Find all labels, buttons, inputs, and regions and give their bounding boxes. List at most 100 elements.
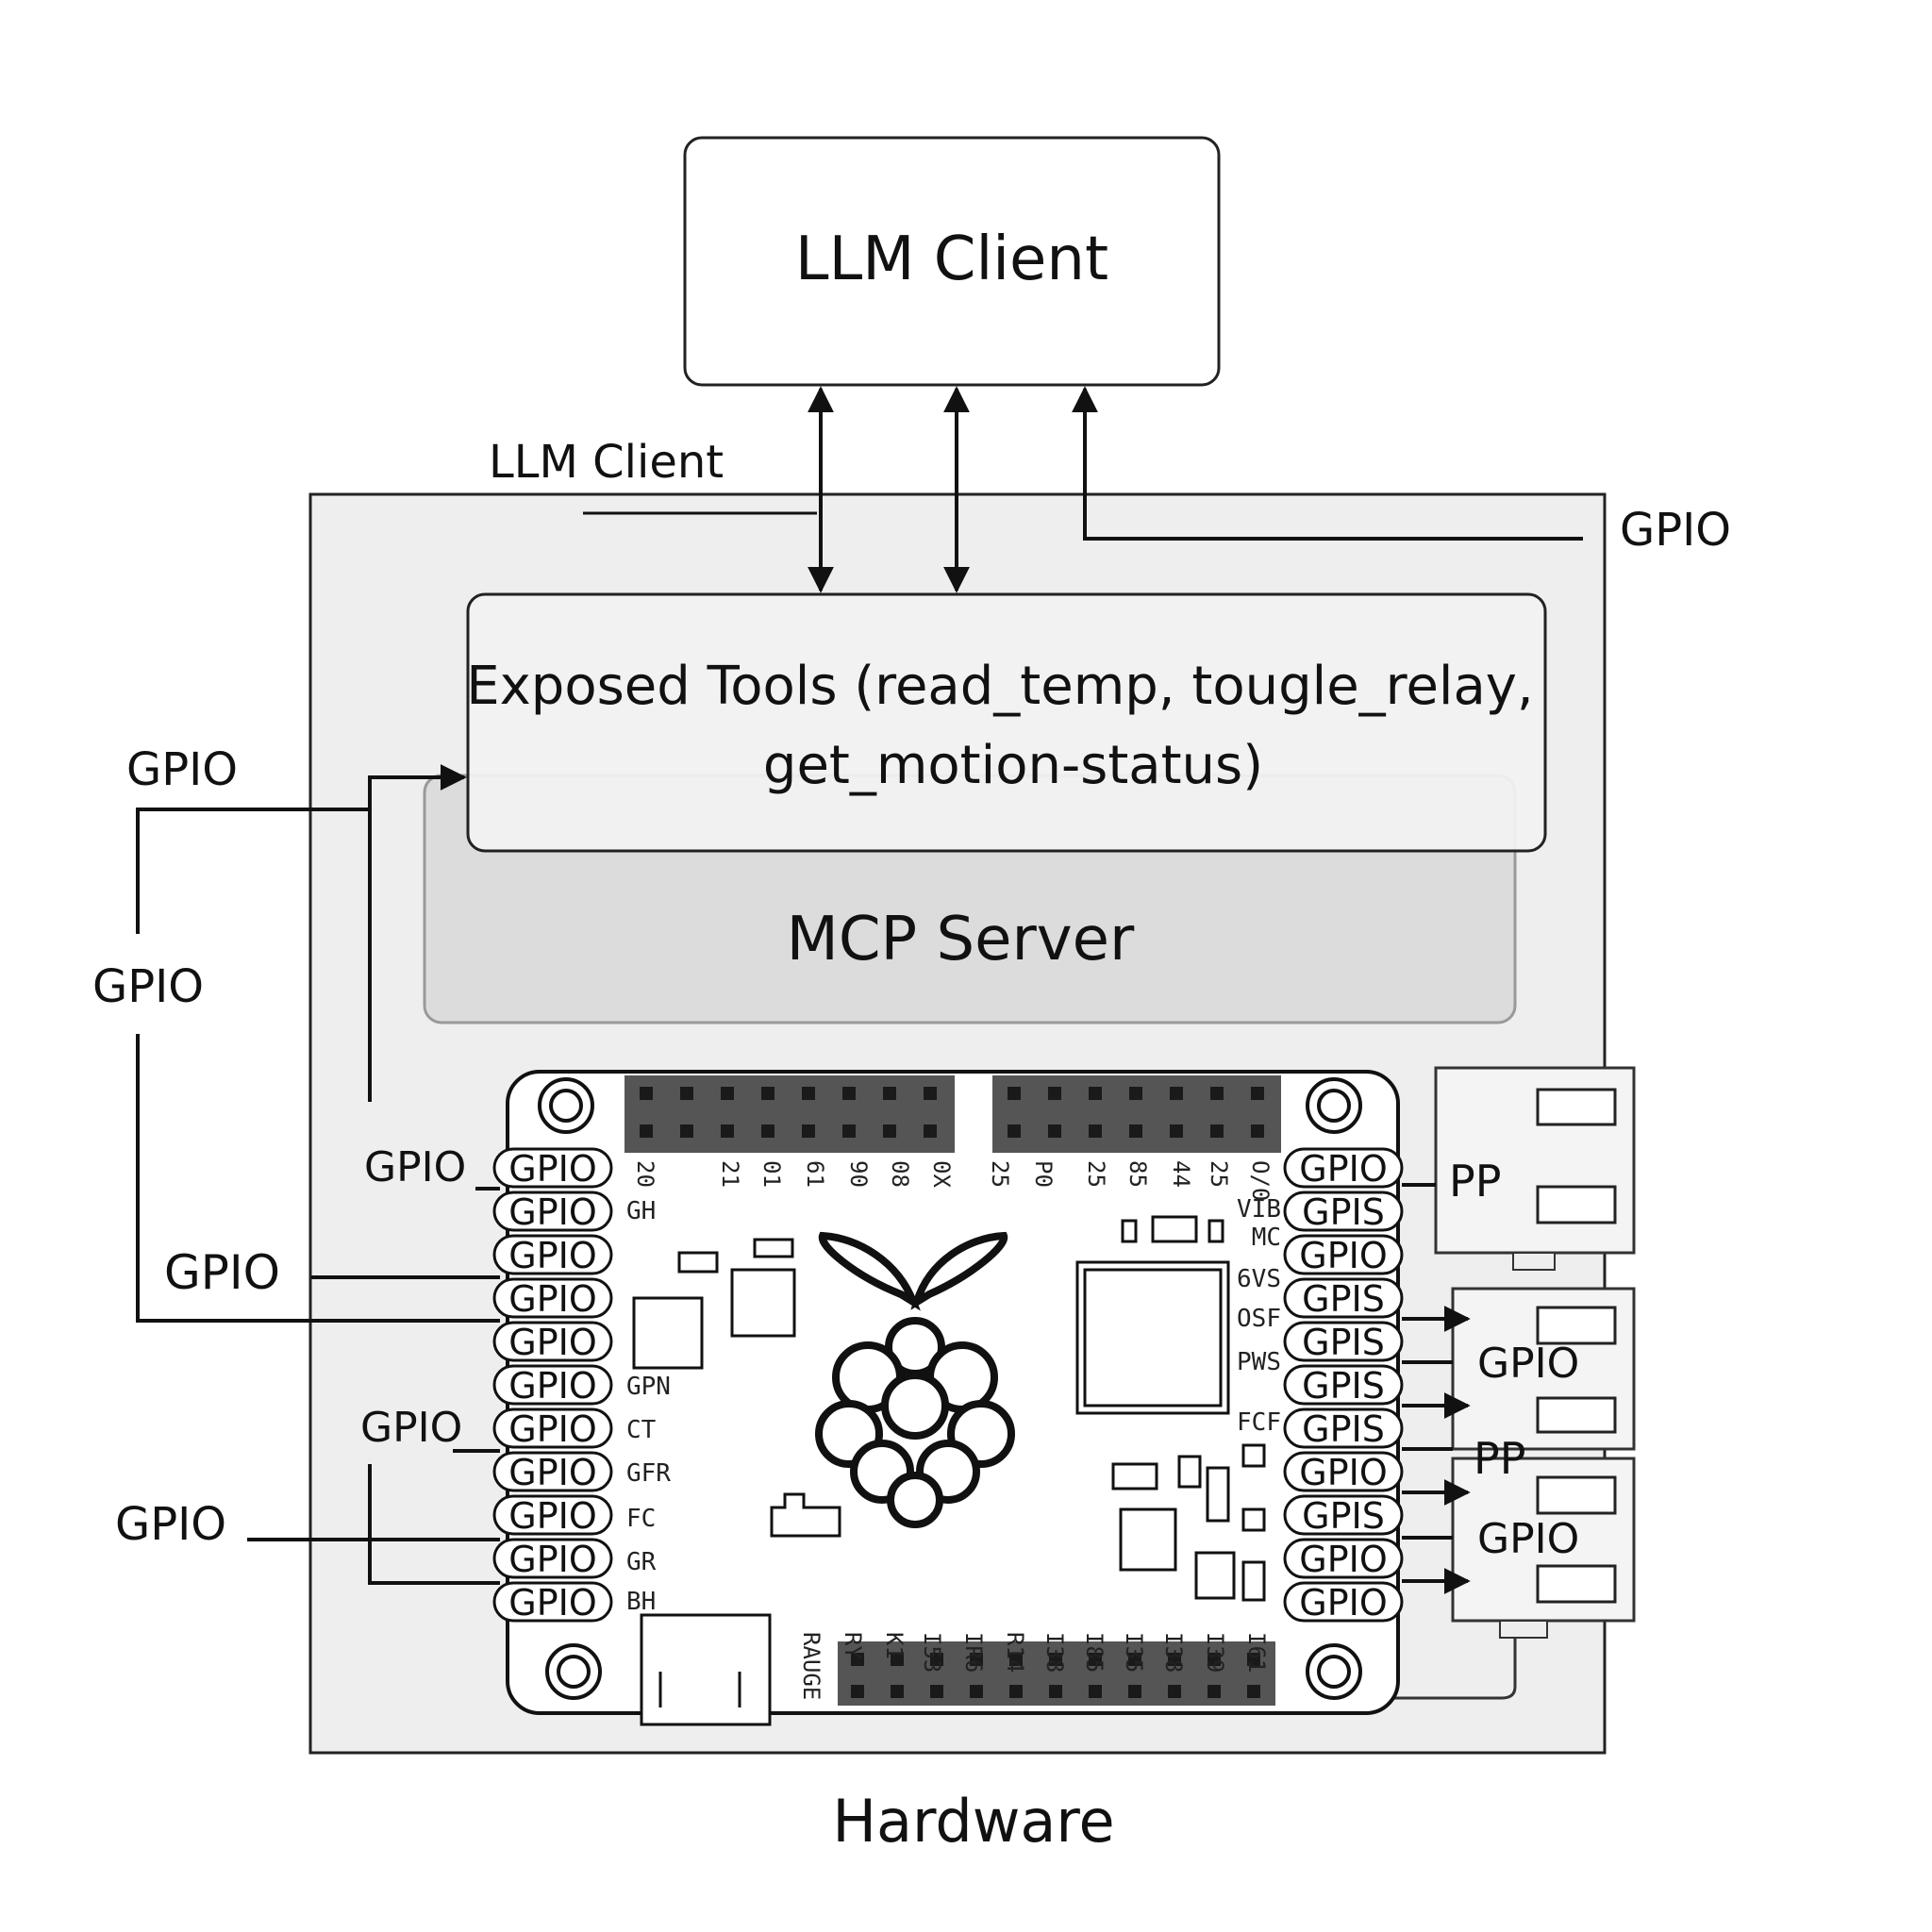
- board-silkscreen-label: CT: [626, 1416, 657, 1444]
- board-silkscreen-label: FC: [626, 1505, 656, 1533]
- usb-port-stub-2: [1499, 1620, 1548, 1639]
- board-silkscreen-label: PWS: [1237, 1348, 1281, 1376]
- header-pin-label: I85: [1081, 1632, 1108, 1673]
- gpio-pin-pill: [1283, 1407, 1404, 1449]
- gpio-pin-label: GPIO: [1299, 1452, 1387, 1493]
- gpio-pin-label: GPIO: [508, 1408, 596, 1450]
- gpio-pin-pill: [492, 1581, 613, 1623]
- gpio-left-label-6: GPIO: [115, 1498, 226, 1551]
- header-pin: [1008, 1087, 1021, 1100]
- header-pin: [802, 1124, 815, 1138]
- board-silkscreen-label: VIB: [1237, 1195, 1281, 1224]
- gpio-pin-label: GPIS: [1302, 1408, 1385, 1450]
- header-pin: [1208, 1685, 1221, 1698]
- header-pin: [1168, 1685, 1181, 1698]
- header-pin: [883, 1124, 896, 1138]
- header-pin: [970, 1685, 983, 1698]
- gpio-right-label-1: GPIO: [1477, 1340, 1579, 1388]
- usb-port-cable: [1358, 1638, 1517, 1700]
- header-pin-label: 08: [887, 1160, 913, 1188]
- exposed-tools-line-2: get_motion-status): [763, 735, 1263, 796]
- pp-label-1: PP: [1449, 1156, 1501, 1207]
- header-pin: [1048, 1087, 1061, 1100]
- gpio-pin-pill: [1283, 1538, 1404, 1579]
- llm-client-side-label: LLM Client: [489, 436, 724, 489]
- bottom-header: [838, 1641, 1275, 1706]
- header-pin-label: P0: [1030, 1160, 1057, 1188]
- gpio-pin-pill: [1283, 1451, 1404, 1492]
- gpio-pin-label: GPIS: [1302, 1191, 1385, 1233]
- header-pin: [1247, 1653, 1260, 1666]
- gpio-pin-label: GPIS: [1302, 1495, 1385, 1537]
- header-pin-label: 44: [1168, 1160, 1194, 1188]
- exposed-tools-box: [466, 592, 1547, 853]
- gpio-pin-pill: [492, 1364, 613, 1406]
- header-pin: [802, 1087, 815, 1100]
- header-pin: [1129, 1124, 1142, 1138]
- gpio-pin-label: GPIS: [1302, 1365, 1385, 1407]
- header-pin: [1129, 1087, 1142, 1100]
- connector-gpio-top: [1072, 386, 1583, 541]
- board-silkscreen-label: BH: [626, 1588, 656, 1616]
- header-pin-label: I53: [919, 1632, 945, 1673]
- header-pin-label: 21: [717, 1160, 743, 1188]
- gpio-pin-label: GPIO: [508, 1148, 596, 1190]
- connector-left-gpio-c: [368, 1464, 500, 1585]
- header-pin: [640, 1087, 653, 1100]
- gpio-pin-pill: [492, 1321, 613, 1362]
- board-silkscreen-label: GH: [626, 1197, 656, 1225]
- header-pin: [1089, 1653, 1102, 1666]
- header-pin: [1048, 1124, 1061, 1138]
- header-pin: [1208, 1653, 1221, 1666]
- gpio-pin-pill: [1283, 1364, 1404, 1406]
- board-components: [632, 1215, 1266, 1726]
- header-pin: [924, 1124, 937, 1138]
- gpio-pin-label: GPIO: [1299, 1582, 1387, 1624]
- gpio-pin-pill: [492, 1234, 613, 1275]
- gpio-pin-pill: [492, 1451, 613, 1492]
- header-pin-label: RAUGE: [798, 1632, 824, 1700]
- hardware-caption: Hardware: [832, 1787, 1114, 1856]
- header-pin: [1251, 1124, 1264, 1138]
- header-pin: [761, 1124, 774, 1138]
- header-pin: [1009, 1685, 1023, 1698]
- header-pin: [1170, 1124, 1183, 1138]
- connector-left-to-tools: [368, 764, 467, 1102]
- gpio-pin-pill: [492, 1147, 613, 1189]
- gpio-pin-label: GPIS: [1302, 1322, 1385, 1363]
- header-pin-label: I38: [1160, 1632, 1187, 1673]
- header-pin-label: 01: [758, 1160, 785, 1188]
- gpio-top-right-label: GPIO: [1620, 504, 1731, 557]
- gpio-pin-pill: [1283, 1321, 1404, 1362]
- exposed-tools-line-1: Exposed Tools (read_temp, tougle_relay,: [466, 656, 1533, 717]
- header-pin: [640, 1124, 653, 1138]
- gpio-pin-pill: [492, 1538, 613, 1579]
- header-pin: [883, 1087, 896, 1100]
- gpio-pin-pill: [1283, 1234, 1404, 1275]
- gpio-pin-label: GPIO: [508, 1495, 596, 1537]
- header-pin-label: 20: [632, 1160, 658, 1188]
- gpio-pin-pill: [1283, 1191, 1404, 1232]
- header-pin: [930, 1653, 943, 1666]
- usb-contacts: [1536, 1088, 1617, 1604]
- right-pin-arrows: [1402, 1183, 1471, 1594]
- top-header-left: [625, 1075, 955, 1153]
- gpio-right-label-2: GPIO: [1477, 1515, 1579, 1563]
- gpio-pin-label: GPIO: [508, 1452, 596, 1493]
- header-pin-label: I61: [1243, 1632, 1270, 1673]
- gpio-left-label-4: GPIO: [164, 1245, 280, 1300]
- header-pin: [1049, 1653, 1062, 1666]
- header-pin: [721, 1124, 734, 1138]
- header-pin-label: RY: [840, 1632, 866, 1659]
- header-pin: [842, 1124, 856, 1138]
- header-pin: [1247, 1685, 1260, 1698]
- gpio-pin-pill: [1283, 1147, 1404, 1189]
- header-pin-label: K1: [881, 1632, 908, 1659]
- header-pin: [1008, 1124, 1021, 1138]
- header-pin: [761, 1087, 774, 1100]
- gpio-left-label-2: GPIO: [92, 960, 204, 1013]
- board-silkscreen-label: OSF: [1237, 1305, 1281, 1333]
- gpio-left-label-1: GPIO: [126, 743, 238, 796]
- header-pin-label: 25: [987, 1160, 1013, 1188]
